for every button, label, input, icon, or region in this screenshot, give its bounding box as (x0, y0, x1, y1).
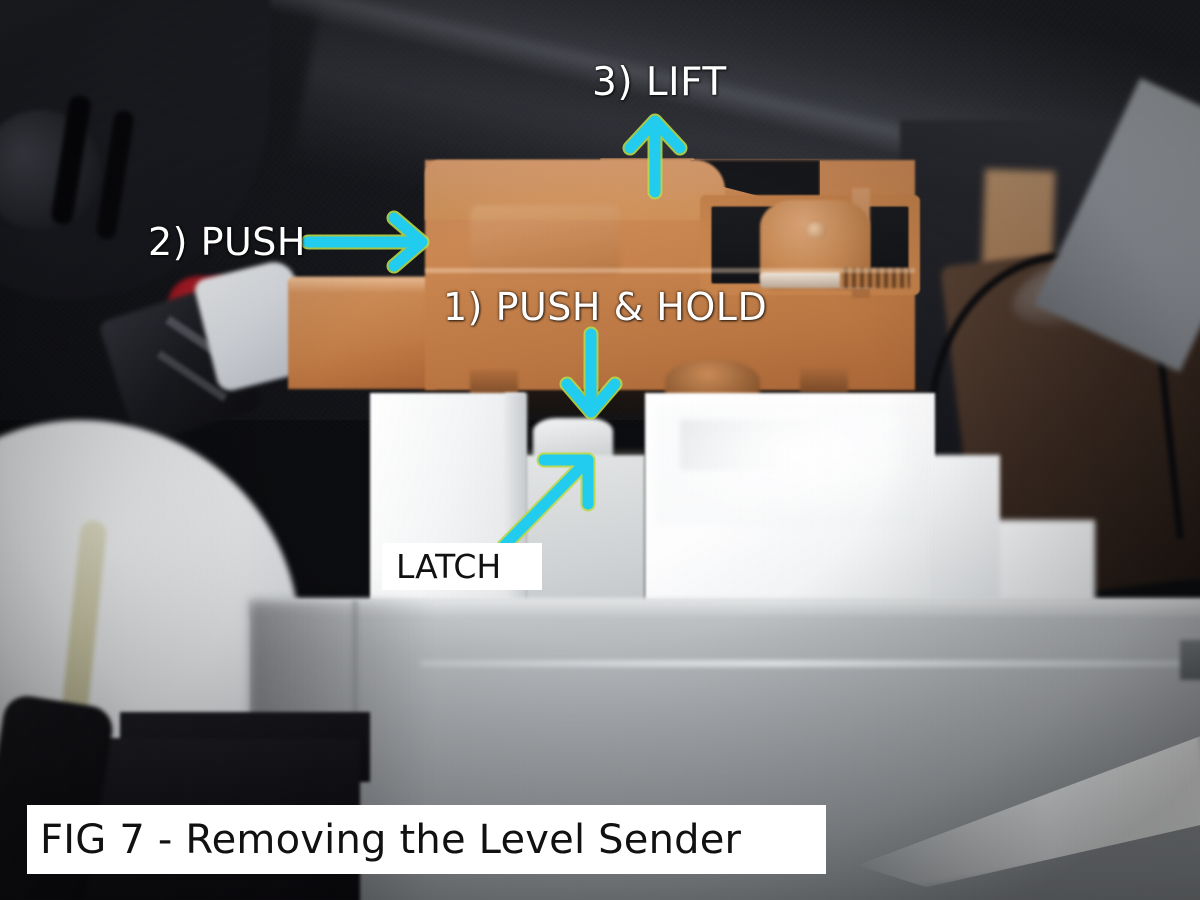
sender-horizontal-seam (425, 268, 915, 273)
figure-caption: FIG 7 - Removing the Level Sender (27, 805, 826, 874)
annotation-label-latch: LATCH (382, 543, 542, 590)
tank-top-edge (250, 598, 1200, 616)
right-arrow-icon (300, 210, 430, 274)
white-far-right-block (930, 455, 1000, 615)
sender-left-ledge-highlight (288, 277, 436, 293)
up-arrow-icon (622, 113, 688, 200)
tank-horizontal-seam (420, 660, 1200, 667)
latch-block-right-sheen (655, 405, 915, 525)
sender-embossed-text-area (470, 205, 620, 275)
annotation-label-lift: 3) LIFT (592, 60, 727, 105)
annotation-label-push-and-hold: 1) PUSH & HOLD (443, 285, 768, 329)
tank-right-notch (1180, 640, 1200, 680)
diagonal-arrow-icon (496, 452, 596, 554)
sender-foot-right (800, 368, 848, 392)
sender-left-ledge (288, 277, 436, 389)
down-arrow-icon (559, 326, 623, 420)
sender-foot-left (470, 370, 518, 396)
sender-recess-ribs (840, 268, 910, 288)
sender-plug-dimple (805, 222, 827, 240)
sender-top-bevel (425, 160, 725, 220)
annotation-label-push: 2) PUSH (148, 220, 307, 264)
